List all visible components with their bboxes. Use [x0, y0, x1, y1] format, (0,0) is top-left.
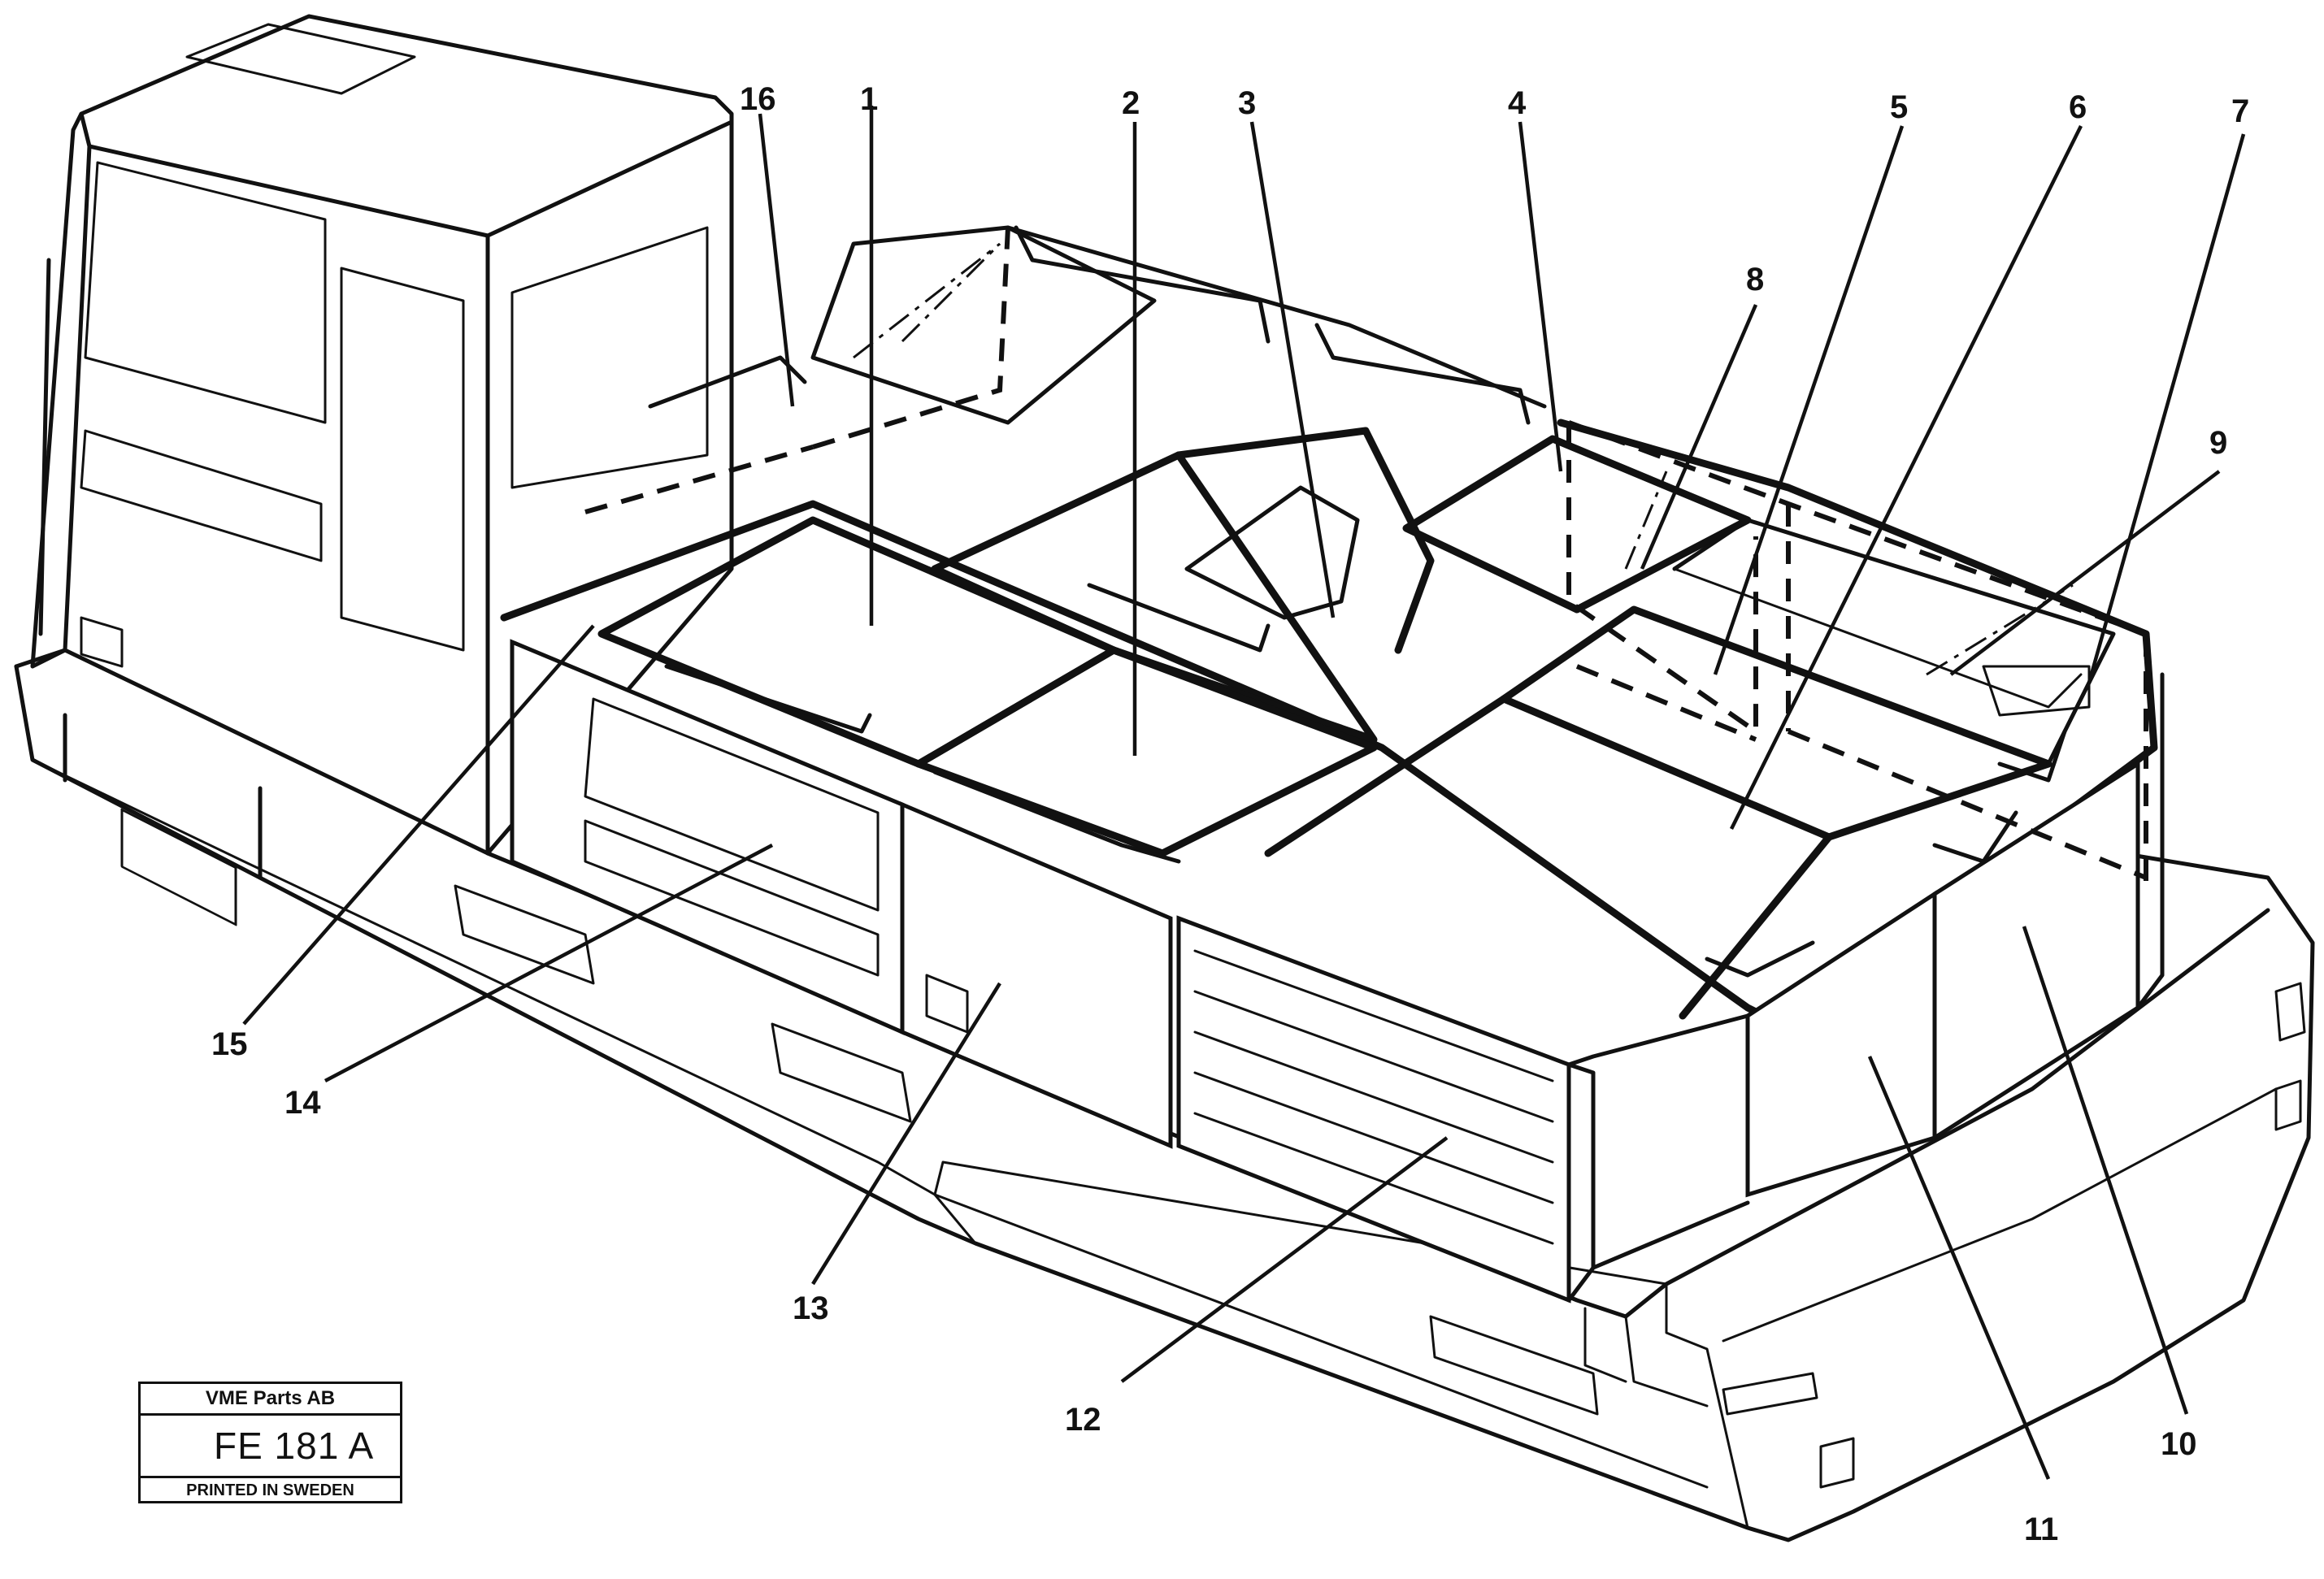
- side-panels: [510, 639, 2165, 1304]
- superstructure-top: [500, 225, 2158, 1028]
- callout-4: 4: [1508, 85, 1527, 121]
- hidden-outlines: [584, 227, 2148, 894]
- callout-3: 3: [1238, 85, 1256, 121]
- callout-16: 16: [740, 81, 776, 117]
- callout-labels: 16 1 2 3 4 5 6 7 8 9 10 11 12 13 14 15: [211, 81, 2249, 1547]
- callout-1: 1: [860, 81, 878, 117]
- callout-13: 13: [793, 1291, 829, 1326]
- callout-7: 7: [2231, 93, 2249, 129]
- leader-lines: [242, 106, 2246, 1480]
- callout-11: 11: [2024, 1512, 2058, 1547]
- callout-10: 10: [2161, 1426, 2197, 1462]
- callout-14: 14: [285, 1085, 321, 1121]
- company-name: VME Parts AB: [141, 1384, 400, 1416]
- callout-8: 8: [1746, 262, 1764, 297]
- callout-12: 12: [1065, 1402, 1101, 1438]
- undercarriage-frame: [14, 648, 2315, 1542]
- callout-9: 9: [2209, 425, 2227, 461]
- printed-note: PRINTED IN SWEDEN: [186, 1481, 354, 1499]
- callout-6: 6: [2069, 89, 2087, 125]
- operator-cab: [30, 14, 734, 880]
- drawing-number: FE 181 A: [141, 1416, 400, 1478]
- callout-2: 2: [1122, 85, 1140, 121]
- callout-5: 5: [1890, 89, 1908, 125]
- callout-15: 15: [211, 1026, 248, 1062]
- title-block: VME Parts AB FE 181 A PRINTED IN SWEDEN: [138, 1382, 402, 1503]
